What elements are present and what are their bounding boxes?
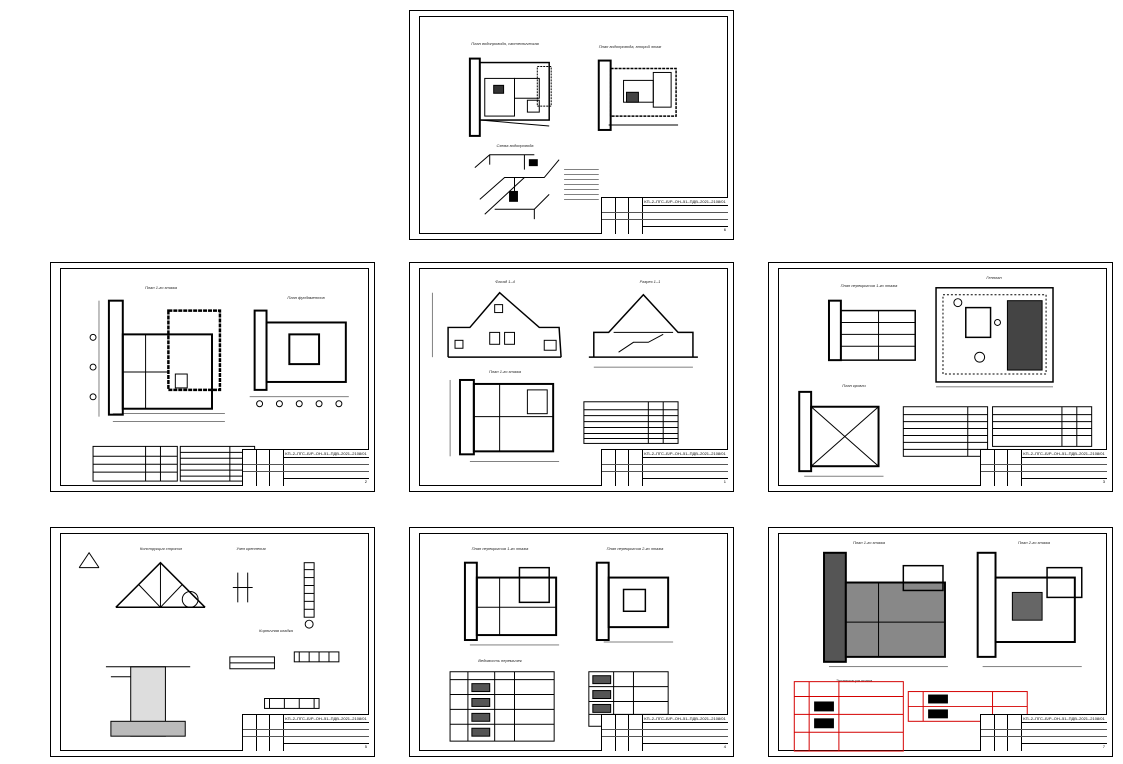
title-block-code: КП–2–ПГС–Б/Р–ОН–51–ПДВ–2021–2108/01 xyxy=(642,715,728,723)
drawing-title: Экспликация полов xyxy=(835,678,873,683)
drawing-title: План перекрытия 2-го этажа xyxy=(606,546,664,551)
drawing-title: Схема водопровода xyxy=(496,143,534,148)
drawing-title: Генплан xyxy=(986,275,1002,280)
sheet-frame xyxy=(778,268,1107,486)
drawing-title: План 1-го этажа xyxy=(853,540,885,545)
drawing-title: Разрез 1–1 xyxy=(639,279,661,284)
sheet-number: 7 xyxy=(1102,744,1105,749)
sheet-frame xyxy=(60,533,369,751)
sheet-frame xyxy=(778,533,1107,751)
drawing-title: Конструкция стропил xyxy=(139,546,183,551)
sheet-details[interactable]: Конструкция стропил Узел крепления Кирпи… xyxy=(50,527,375,757)
drawing-title: Фасад 1–4 xyxy=(495,279,515,284)
sheet-slab-plans[interactable]: План перекрытия 1-го этажа План перекрыт… xyxy=(409,527,734,757)
drawing-title: План фундаментов xyxy=(287,295,325,300)
drawing-title: Кирпичная кладка xyxy=(259,628,293,633)
sheet-water-supply[interactable]: План водопровода, сантехническая План во… xyxy=(409,10,734,240)
sheet-number: 2 xyxy=(364,479,367,484)
sheet-floor-plans-hatched[interactable]: План 1-го этажа План 2-го этажа Эксплика… xyxy=(768,527,1113,757)
title-block-code: КП–2–ПГС–Б/Р–ОН–51–ПДВ–2021–2108/01 xyxy=(283,450,369,458)
title-block-code: КП–2–ПГС–Б/Р–ОН–51–ПДВ–2021–2108/01 xyxy=(283,715,369,723)
water-supply-drawing xyxy=(468,57,679,220)
drawing-title: План 1-го этажа xyxy=(489,369,521,374)
details-drawing xyxy=(78,551,340,737)
sheet-facades-sections[interactable]: Фасад 1–4 Разрез 1–1 План 1-го этажа xyxy=(409,262,734,492)
sheet-site-plan[interactable]: План перекрытия 1-го этажа Генплан План … xyxy=(768,262,1113,492)
sheet-number: 4 xyxy=(723,744,726,749)
drawing-title: План перекрытия 1-го этажа xyxy=(471,546,529,551)
sheet-frame xyxy=(419,533,728,751)
floor-plans-hatched-drawing xyxy=(793,551,1083,752)
title-block: КП–2–ПГС–Б/Р–ОН–51–ПДВ–2021–2108/01 5 xyxy=(242,714,369,751)
title-block: КП–2–ПГС–Б/Р–ОН–51–ПДВ–2021–2108/01 3 xyxy=(980,449,1107,486)
drawing-title: План 2-го этажа xyxy=(1018,540,1050,545)
title-block-code: КП–2–ПГС–Б/Р–ОН–51–ПДВ–2021–2108/01 xyxy=(642,450,728,458)
title-block: КП–2–ПГС–Б/Р–ОН–51–ПДВ–2021–2108/01 7 xyxy=(980,714,1107,751)
title-block-code: КП–2–ПГС–Б/Р–ОН–51–ПДВ–2021–2108/01 xyxy=(642,198,728,206)
title-block-code: КП–2–ПГС–Б/Р–ОН–51–ПДВ–2021–2108/01 xyxy=(1021,715,1107,723)
drawing-title: План кровли xyxy=(842,383,866,388)
drawing-title: План водопровода, сантехническая xyxy=(471,41,539,46)
facades-sections-drawing xyxy=(431,291,698,462)
sheet-number: 6 xyxy=(723,227,726,232)
sheet-first-floor-plan[interactable]: План 1-го этажа План фундаментов xyxy=(50,262,375,492)
title-block-code: КП–2–ПГС–Б/Р–ОН–51–ПДВ–2021–2108/01 xyxy=(1021,450,1107,458)
sheet-number: 5 xyxy=(364,744,367,749)
title-block: КП–2–ПГС–Б/Р–ОН–51–ПДВ–2021–2108/01 6 xyxy=(601,197,728,234)
drawing-title: План водопровода, второй этаж xyxy=(598,44,662,49)
drawing-title: Ведомость перемычек xyxy=(478,658,522,663)
drawing-title: План 1-го этажа xyxy=(145,285,177,290)
drawing-title: План перекрытия 1-го этажа xyxy=(840,283,898,288)
title-block: КП–2–ПГС–Б/Р–ОН–51–ПДВ–2021–2108/01 2 xyxy=(242,449,369,486)
sheet-number: 3 xyxy=(1102,479,1105,484)
sheet-frame xyxy=(419,268,728,486)
slab-plans-drawing xyxy=(449,561,674,742)
title-block: КП–2–ПГС–Б/Р–ОН–51–ПДВ–2021–2108/01 1 xyxy=(601,449,728,486)
sheet-frame xyxy=(419,16,728,234)
sheet-number: 1 xyxy=(723,479,726,484)
title-block: КП–2–ПГС–Б/Р–ОН–51–ПДВ–2021–2108/01 4 xyxy=(601,714,728,751)
sheet-frame xyxy=(60,268,369,486)
drawing-title: Узел крепления xyxy=(236,546,266,551)
site-plan-drawing xyxy=(798,287,1093,477)
